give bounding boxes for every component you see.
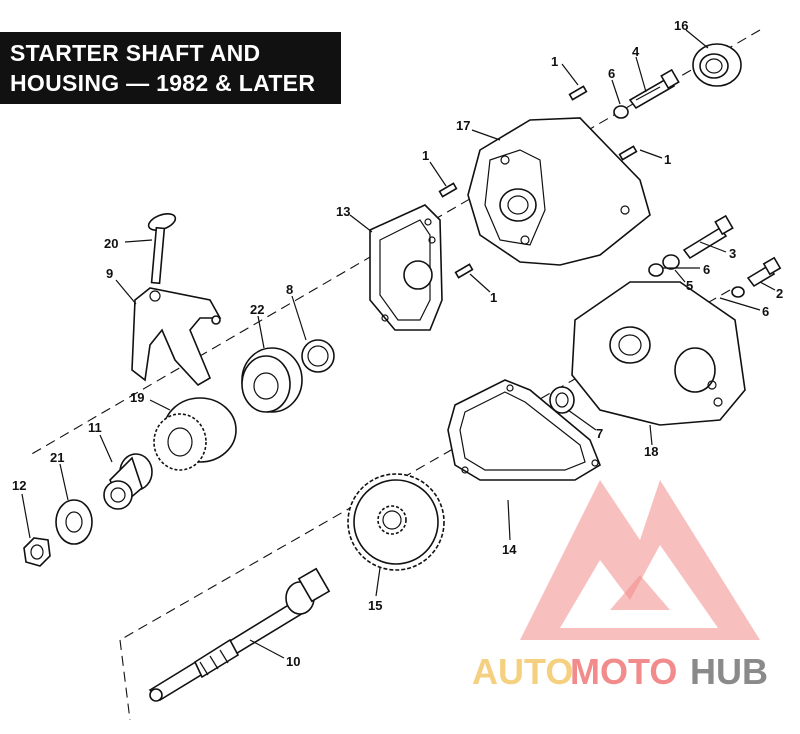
- part-22-spacer: [241, 347, 303, 413]
- part-19-pinion-gear: [153, 397, 237, 471]
- callout-6: 6: [762, 304, 769, 319]
- title-line-1: STARTER SHAFT AND: [10, 40, 261, 66]
- callout-21: 21: [50, 450, 64, 465]
- part-12-nut: [23, 537, 51, 567]
- watermark-text: AUTO MOTO HUB: [472, 651, 768, 692]
- watermark-logo: [520, 480, 760, 640]
- part-14-gasket: [447, 379, 601, 481]
- part-1-dowel-pin-a: [568, 85, 588, 101]
- part-1-dowel-pin-c: [438, 182, 458, 198]
- part-17-housing: [467, 117, 651, 266]
- part-11-bushing: [103, 453, 153, 510]
- part-7-seal: [549, 386, 575, 414]
- part-3-bolt: [682, 214, 734, 260]
- part-2-screw: [746, 256, 782, 288]
- callout-5: 5: [686, 278, 693, 293]
- diagram-title: STARTER SHAFT AND HOUSING — 1982 & LATER: [0, 32, 341, 104]
- leader-lines: [21, 29, 776, 659]
- part-6-washer-b: [648, 263, 664, 277]
- callout-16: 16: [674, 18, 688, 33]
- callout-19: 19: [130, 390, 144, 405]
- part-6-washer-c: [731, 286, 745, 298]
- callout-15: 15: [368, 598, 382, 613]
- part-5-washer: [662, 254, 680, 270]
- part-8-retaining-ring: [301, 339, 335, 373]
- watermark-auto: AUTO: [472, 651, 573, 692]
- part-6-washer-a: [613, 105, 629, 119]
- callout-14: 14: [502, 542, 517, 557]
- callout-8: 8: [286, 282, 293, 297]
- callout-3: 3: [729, 246, 736, 261]
- part-9-shifter-lever: [131, 287, 222, 387]
- callout-4: 4: [632, 44, 640, 59]
- part-13-gasket: [369, 204, 443, 331]
- callout-20: 20: [104, 236, 118, 251]
- callout-labels: 1 6 4 16 17 1 1 13 1 3 6 5 2 6 7 18 14 1…: [12, 18, 783, 669]
- watermark-hub: HUB: [690, 651, 768, 692]
- callout-1: 1: [422, 148, 429, 163]
- part-10-shaft: [148, 567, 331, 702]
- part-18-starter-housing: [571, 281, 746, 426]
- callout-11: 11: [88, 420, 102, 435]
- callout-1: 1: [490, 290, 497, 305]
- part-16-seal: [692, 43, 742, 87]
- alignment-line-drop: [119, 639, 131, 721]
- part-1-dowel-pin-b: [618, 145, 638, 161]
- callout-13: 13: [336, 204, 350, 219]
- callout-17: 17: [456, 118, 470, 133]
- callout-10: 10: [286, 654, 300, 669]
- part-1-dowel-pin-d: [454, 263, 474, 279]
- callout-22: 22: [250, 302, 264, 317]
- part-4-bolt: [628, 68, 680, 110]
- title-line-2: HOUSING — 1982 & LATER: [10, 70, 316, 96]
- callout-2: 2: [776, 286, 783, 301]
- callout-9: 9: [106, 266, 113, 281]
- callout-7: 7: [596, 426, 603, 441]
- part-20-pin: [147, 213, 177, 285]
- callout-1: 1: [664, 152, 671, 167]
- part-21-washer: [55, 499, 93, 545]
- callout-18: 18: [644, 444, 658, 459]
- callout-1: 1: [551, 54, 558, 69]
- callout-6: 6: [703, 262, 710, 277]
- watermark-moto: MOTO: [570, 651, 677, 692]
- callout-6: 6: [608, 66, 615, 81]
- watermark-center: [610, 575, 670, 610]
- callout-12: 12: [12, 478, 26, 493]
- part-15-gear: [347, 473, 445, 571]
